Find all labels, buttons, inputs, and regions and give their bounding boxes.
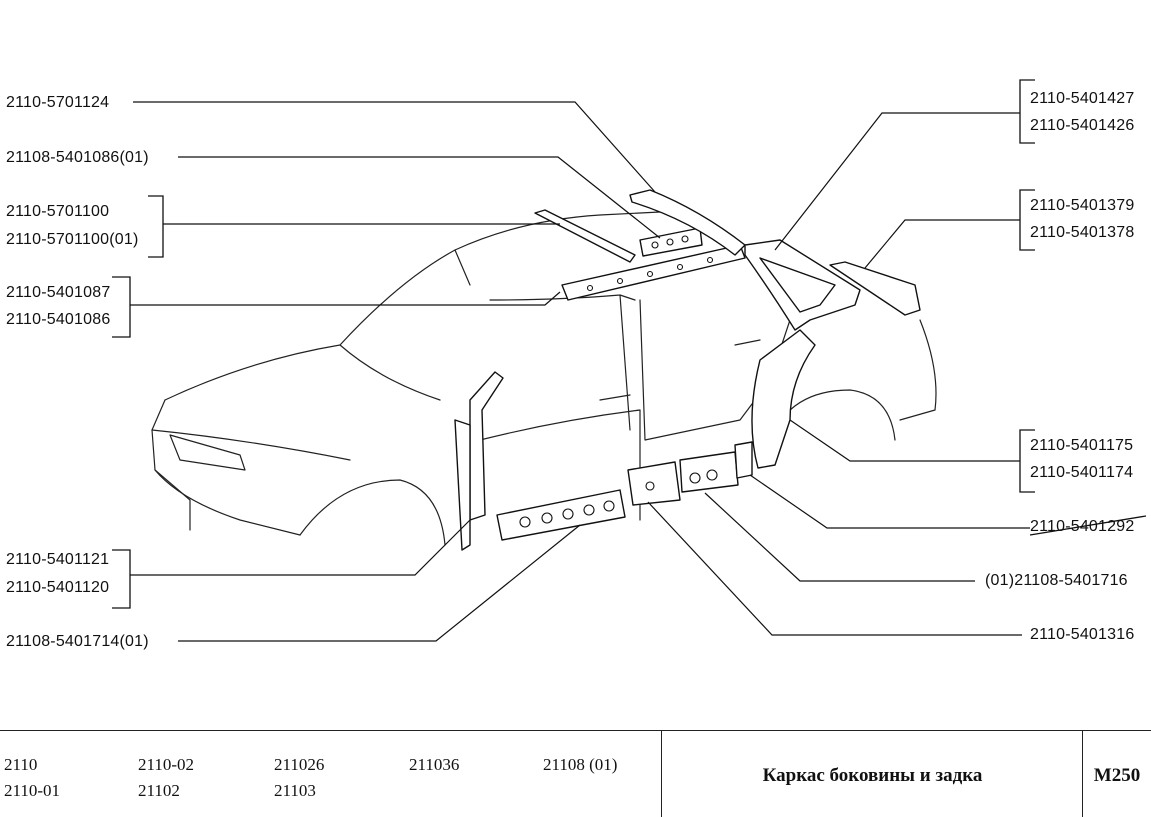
label-part: (01)21108-5401716 — [985, 572, 1128, 589]
label-bracket — [1019, 429, 1035, 493]
hole — [681, 235, 689, 243]
hole — [651, 241, 659, 249]
hole — [666, 238, 674, 246]
hole — [562, 508, 574, 520]
label-part: 2110-5401426 — [1030, 117, 1135, 134]
car-handle — [599, 339, 761, 401]
label-part: 2110-5401087 — [6, 284, 111, 301]
divider — [661, 731, 662, 817]
model-code: 2110-02 — [138, 755, 195, 774]
part-b-pillar — [469, 371, 504, 521]
hole — [586, 284, 594, 292]
part-wheel-arch — [751, 329, 816, 469]
sheet-code: М250 — [1093, 765, 1141, 786]
leader — [864, 219, 1020, 269]
hole — [603, 500, 615, 512]
leader — [749, 474, 1030, 529]
hole — [519, 516, 531, 528]
leader — [789, 419, 1020, 462]
label-part: 2110-5401086 — [6, 311, 111, 328]
car-front-bumper — [151, 429, 351, 531]
label-bracket — [112, 276, 131, 338]
part-rear-corner — [829, 261, 921, 316]
car-headlight — [169, 434, 246, 471]
label-part: 2110-5401120 — [6, 579, 110, 596]
car-front-wheel — [299, 479, 446, 546]
label-part: 2110-5401427 — [1030, 90, 1135, 107]
part-sill-plate — [627, 461, 681, 506]
model-code: 21108 (01) — [543, 755, 618, 774]
parts-diagram — [112, 79, 1147, 642]
car-door-front — [489, 294, 636, 431]
label-bracket — [112, 549, 131, 609]
label-part: 2110-5701124 — [6, 94, 110, 111]
car-rear — [899, 319, 937, 421]
hole — [706, 469, 718, 481]
leader — [130, 519, 471, 576]
model-code: 21103 — [274, 781, 316, 800]
part-c-pillar-upper — [629, 189, 746, 256]
sheet-title: Каркас боковины и задка — [762, 765, 983, 786]
label-part-struck: 2110-5401292 — [1030, 518, 1135, 535]
divider — [1082, 731, 1083, 817]
car-hood — [164, 344, 341, 401]
label-bracket — [1019, 189, 1035, 251]
model-code: 211036 — [409, 755, 460, 774]
label-part: 2110-5401174 — [1030, 464, 1134, 481]
hole — [645, 481, 655, 491]
label-part: 2110-5401175 — [1030, 437, 1134, 454]
model-code: 2110 — [4, 755, 38, 774]
hole — [689, 472, 701, 484]
label-part: 21108-5401086(01) — [6, 149, 149, 166]
part-side-rail — [561, 244, 746, 301]
label-part: 2110-5401121 — [6, 551, 110, 568]
model-code: 2110-01 — [4, 781, 61, 800]
hole — [541, 512, 553, 524]
leader — [704, 492, 975, 582]
car-windshield — [339, 249, 471, 401]
label-part: 2110-5701100 — [6, 203, 110, 220]
part-roof-rail — [534, 209, 636, 263]
car-roof-outline — [454, 211, 661, 251]
strike-line — [1029, 515, 1147, 536]
part-quarter-inner — [759, 257, 836, 313]
label-part: 2110-5401379 — [1030, 197, 1135, 214]
hole — [676, 263, 684, 271]
hole — [583, 504, 595, 516]
part-sill-end — [734, 441, 753, 479]
label-part: 2110-5701100(01) — [6, 231, 139, 248]
leader — [647, 501, 1022, 636]
car-door-line-front — [479, 409, 641, 521]
leader — [178, 156, 661, 239]
label-part: 2110-5401378 — [1030, 224, 1135, 241]
label-part: 2110-5401316 — [1030, 626, 1135, 643]
hole — [646, 270, 654, 278]
leader — [130, 291, 561, 306]
leader — [774, 112, 1020, 251]
part-sill-front — [496, 489, 626, 541]
part-a-pillar — [454, 419, 471, 551]
label-bracket — [1019, 79, 1035, 144]
label-part: 21108-5401714(01) — [6, 633, 149, 650]
model-code: 21102 — [138, 781, 180, 800]
leader — [133, 101, 656, 193]
label-bracket — [148, 195, 164, 258]
title-block: 2110 2110-02 211026 211036 21108 (01) 21… — [0, 730, 1151, 817]
hole — [706, 256, 714, 264]
model-code: 211026 — [274, 755, 325, 774]
leader — [178, 524, 581, 642]
hole — [616, 277, 624, 285]
